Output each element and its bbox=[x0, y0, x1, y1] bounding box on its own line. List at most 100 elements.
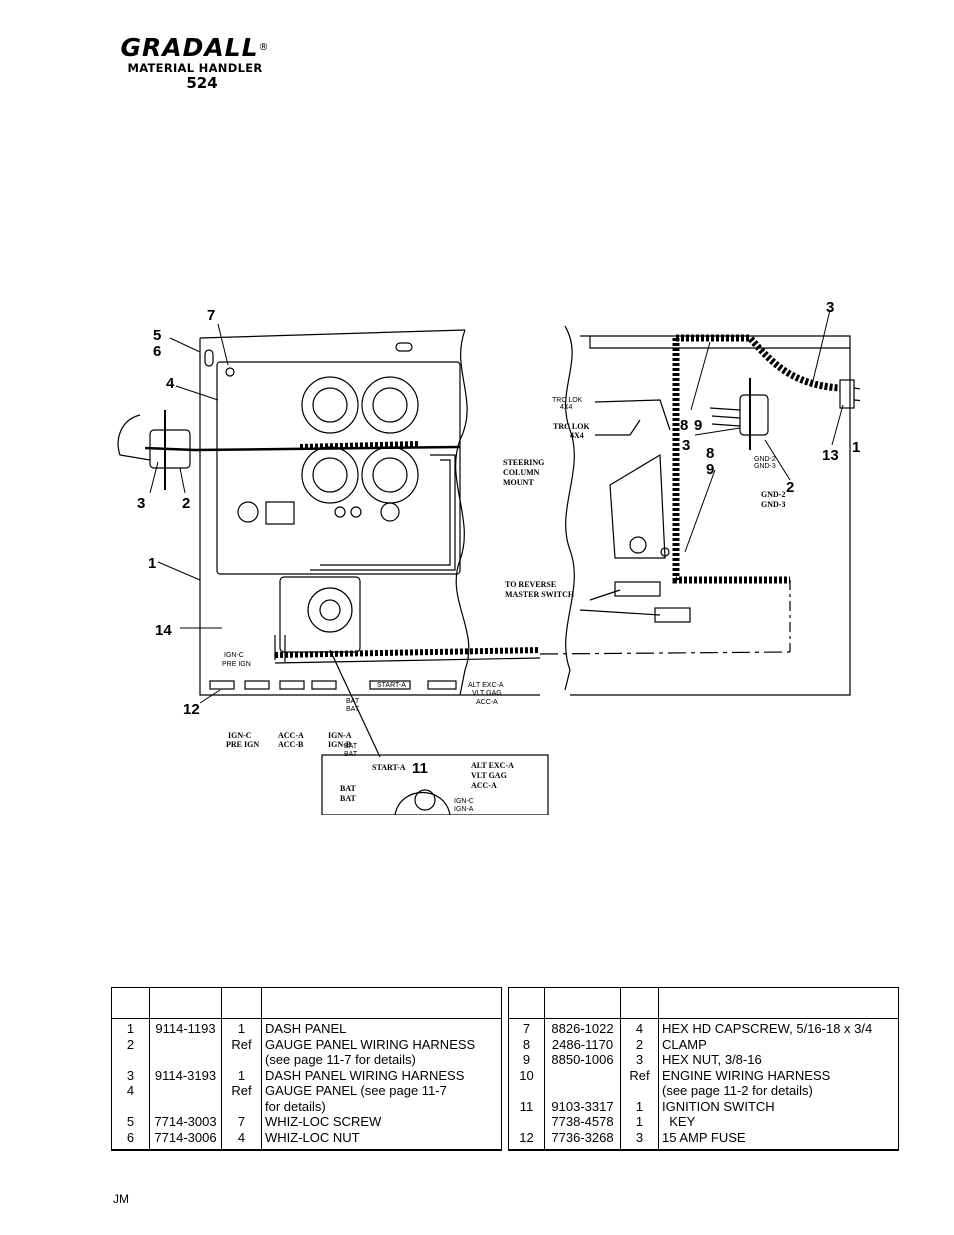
cell-qty: 1 bbox=[620, 1114, 659, 1130]
cell-qty: Ref bbox=[221, 1083, 262, 1114]
cell-part bbox=[544, 1067, 621, 1099]
label-vlt-gag: VLT GAG bbox=[471, 771, 507, 780]
cell-part: 7714-3003 bbox=[149, 1114, 222, 1130]
label-trc-top: TRC LOK bbox=[552, 397, 583, 404]
cell-part: 8826-1022 bbox=[544, 1018, 621, 1037]
cell-part: 9114-3193 bbox=[149, 1067, 222, 1083]
callout-10: 10 bbox=[852, 439, 860, 456]
cell-description: WHIZ-LOC SCREW bbox=[261, 1114, 502, 1130]
label-ign-c-top: IGN-C bbox=[224, 652, 244, 659]
description-line: GAUGE PANEL (see page 11-7 bbox=[265, 1083, 447, 1098]
label-mount: MOUNT bbox=[503, 478, 534, 487]
label-pre-ign: PRE IGN bbox=[226, 740, 259, 749]
cell-item: 1 bbox=[111, 1018, 150, 1037]
cell-part: 9114-1193 bbox=[149, 1018, 222, 1037]
cell-description: IGNITION SWITCH bbox=[658, 1098, 899, 1114]
label-ign-b: IGN-B bbox=[328, 740, 352, 749]
diagram-callouts: 5 6 7 4 3 2 1 14 12 11 3 8 9 3 8 9 2 13 … bbox=[137, 299, 860, 777]
cell-qty: 3 bbox=[620, 1052, 659, 1068]
label-acc-a: ACC-A bbox=[278, 731, 304, 740]
callout-3-right: 3 bbox=[682, 437, 690, 454]
description-line: (see page 11-7 for details) bbox=[265, 1052, 416, 1067]
cell-item: 11 bbox=[508, 1098, 545, 1114]
description-line: IGNITION SWITCH bbox=[662, 1098, 775, 1114]
description-line: HEX HD CAPSCREW, 5/16-18 x 3/4 bbox=[662, 1021, 873, 1036]
label-4x4-top: 4X4 bbox=[560, 404, 573, 411]
label-gnd3: GND-3 bbox=[761, 500, 785, 509]
label-start-a-top: START-A bbox=[377, 682, 406, 689]
cell-qty: 4 bbox=[620, 1018, 659, 1037]
callout-7: 7 bbox=[207, 307, 215, 324]
label-gnd3-top: GND-3 bbox=[754, 463, 776, 470]
label-pre-ign-top: PRE IGN bbox=[222, 661, 251, 668]
cell-description: DASH PANEL WIRING HARNESS bbox=[261, 1067, 502, 1083]
cell-qty: 1 bbox=[221, 1067, 262, 1083]
cell-qty: 4 bbox=[221, 1129, 262, 1150]
cell-qty: Ref bbox=[620, 1067, 659, 1099]
label-bat-3: BAT bbox=[344, 743, 358, 750]
description-line: DASH PANEL WIRING HARNESS bbox=[265, 1067, 465, 1083]
label-to-reverse: TO REVERSE bbox=[505, 580, 556, 589]
model-number: 524 bbox=[186, 74, 218, 92]
cell-item: 3 bbox=[111, 1067, 150, 1083]
cell-description: HEX HD CAPSCREW, 5/16-18 x 3/4 bbox=[658, 1018, 899, 1037]
cell-part: 9103-3317 bbox=[544, 1098, 621, 1114]
label-bat-4: BAT bbox=[344, 751, 358, 758]
cell-part: 8850-1006 bbox=[544, 1052, 621, 1068]
label-bat-5: BAT bbox=[340, 784, 357, 793]
description-line: WHIZ-LOC SCREW bbox=[265, 1114, 382, 1129]
label-gnd2: GND-2 bbox=[761, 490, 785, 499]
label-master-switch: MASTER SWITCH bbox=[505, 590, 575, 599]
description-line: GAUGE PANEL WIRING HARNESS bbox=[265, 1036, 476, 1052]
callout-13: 13 bbox=[822, 447, 839, 464]
label-acc-b: ACC-B bbox=[278, 740, 304, 749]
label-ign-a: IGN-A bbox=[328, 731, 352, 740]
label-steering: STEERING bbox=[503, 458, 544, 467]
cell-part bbox=[149, 1036, 222, 1068]
label-ign-c: IGN-C bbox=[228, 731, 252, 740]
description-line: 15 AMP FUSE bbox=[662, 1129, 746, 1145]
label-ign-c-detail: IGN-C bbox=[454, 798, 474, 805]
cell-description: ENGINE WIRING HARNESS(see page 11-2 for … bbox=[658, 1067, 899, 1099]
description-line: ENGINE WIRING HARNESS bbox=[662, 1067, 831, 1083]
callout-14: 14 bbox=[155, 622, 172, 639]
cell-part: 7738-4578 bbox=[544, 1114, 621, 1130]
cell-item: 9 bbox=[508, 1052, 545, 1068]
cell-qty: 2 bbox=[620, 1036, 659, 1052]
cell-part: 7714-3006 bbox=[149, 1129, 222, 1150]
cell-description: GAUGE PANEL WIRING HARNESS(see page 11-7… bbox=[261, 1036, 502, 1068]
cell-qty: Ref bbox=[221, 1036, 262, 1068]
callout-8-mid: 8 bbox=[706, 445, 714, 462]
label-4x4: 4X4 bbox=[570, 431, 584, 440]
cell-item: 10 bbox=[508, 1067, 545, 1099]
label-bat-2: BAT bbox=[346, 706, 360, 713]
cell-item: 7 bbox=[508, 1018, 545, 1037]
cell-qty: 1 bbox=[620, 1098, 659, 1114]
brand-name: GRADALL® bbox=[120, 33, 270, 62]
cell-description: KEY bbox=[658, 1114, 899, 1130]
diagram-labels: STEERING COLUMN MOUNT TO REVERSE MASTER … bbox=[222, 397, 785, 813]
cell-description: WHIZ-LOC NUT bbox=[261, 1129, 502, 1150]
label-gnd2-top: GND-2 bbox=[754, 456, 776, 463]
cell-qty: 1 bbox=[221, 1018, 262, 1037]
cell-description: 15 AMP FUSE bbox=[658, 1129, 899, 1150]
label-acc-a-top: ACC-A bbox=[476, 699, 498, 706]
label-vlt-gag-top: VLT GAG bbox=[472, 690, 502, 697]
label-ign-a-detail: IGN-A bbox=[454, 806, 474, 813]
cell-part bbox=[149, 1083, 222, 1114]
description-line: DASH PANEL bbox=[265, 1021, 347, 1036]
cell-qty: 7 bbox=[221, 1114, 262, 1130]
label-alt-exc-top: ALT EXC-A bbox=[468, 682, 504, 689]
description-line: WHIZ-LOC NUT bbox=[265, 1129, 360, 1145]
